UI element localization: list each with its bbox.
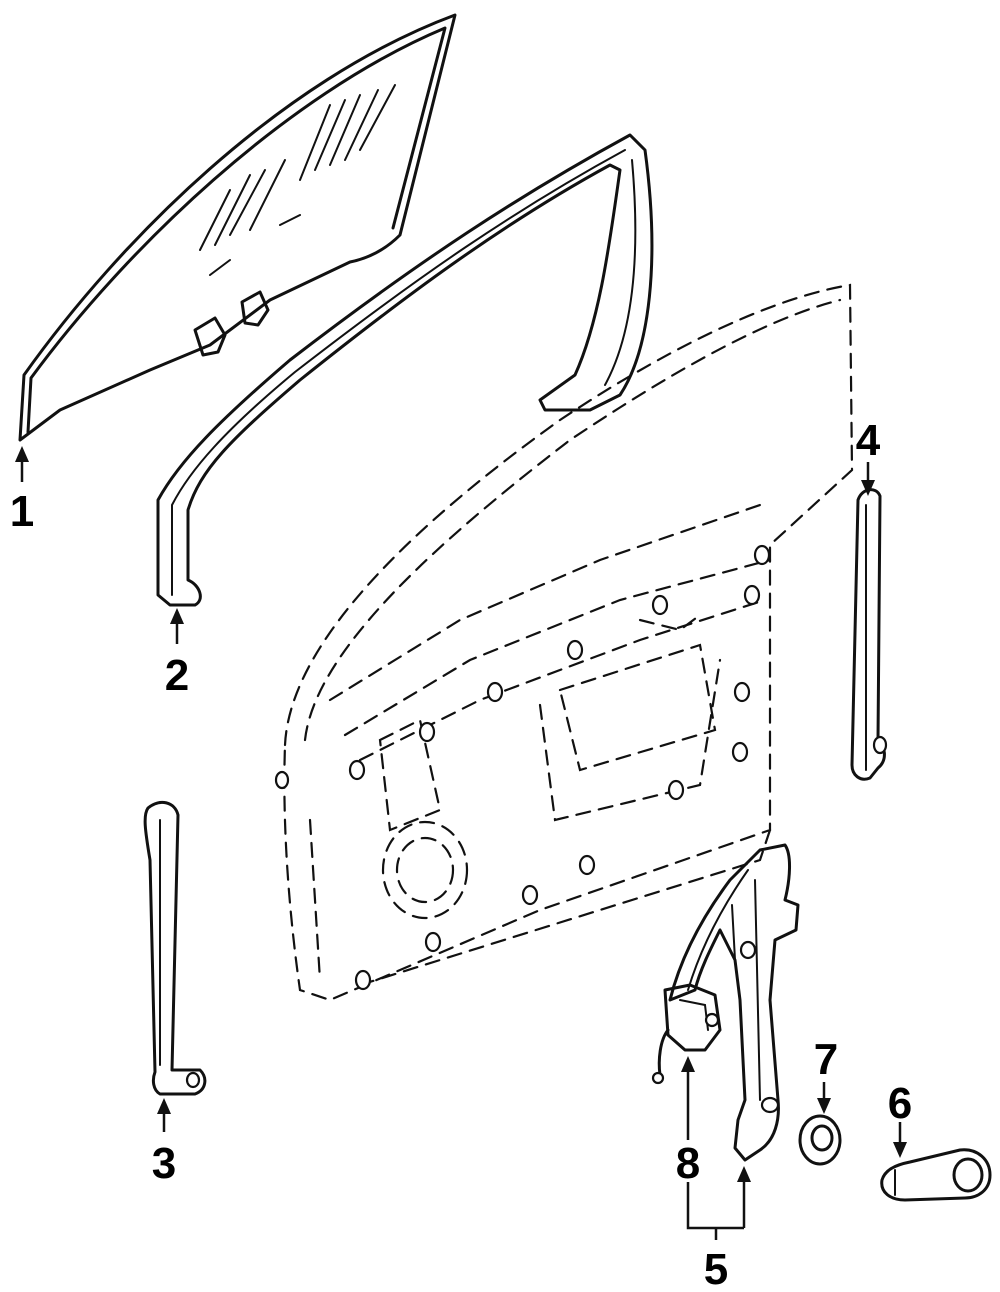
callout-8: 8 [676,1139,700,1188]
callout-numbers: 1 2 3 4 5 6 7 8 [10,416,912,1292]
door-shell [274,283,854,1002]
callout-7: 7 [814,1035,838,1084]
leader-lines [15,446,907,1240]
callout-2: 2 [165,651,189,700]
regulator-washer [798,1114,842,1166]
callout-1: 1 [10,487,34,536]
callout-4: 4 [856,416,881,465]
front-run-channel [143,800,207,1096]
glass-run-channel [156,133,654,607]
rear-run-channel [850,488,888,781]
callout-3: 3 [152,1139,176,1188]
callout-6: 6 [888,1079,912,1128]
window-crank-handle [880,1148,992,1202]
callout-5: 5 [704,1245,728,1292]
door-glass [18,13,457,442]
window-regulator [651,843,800,1162]
